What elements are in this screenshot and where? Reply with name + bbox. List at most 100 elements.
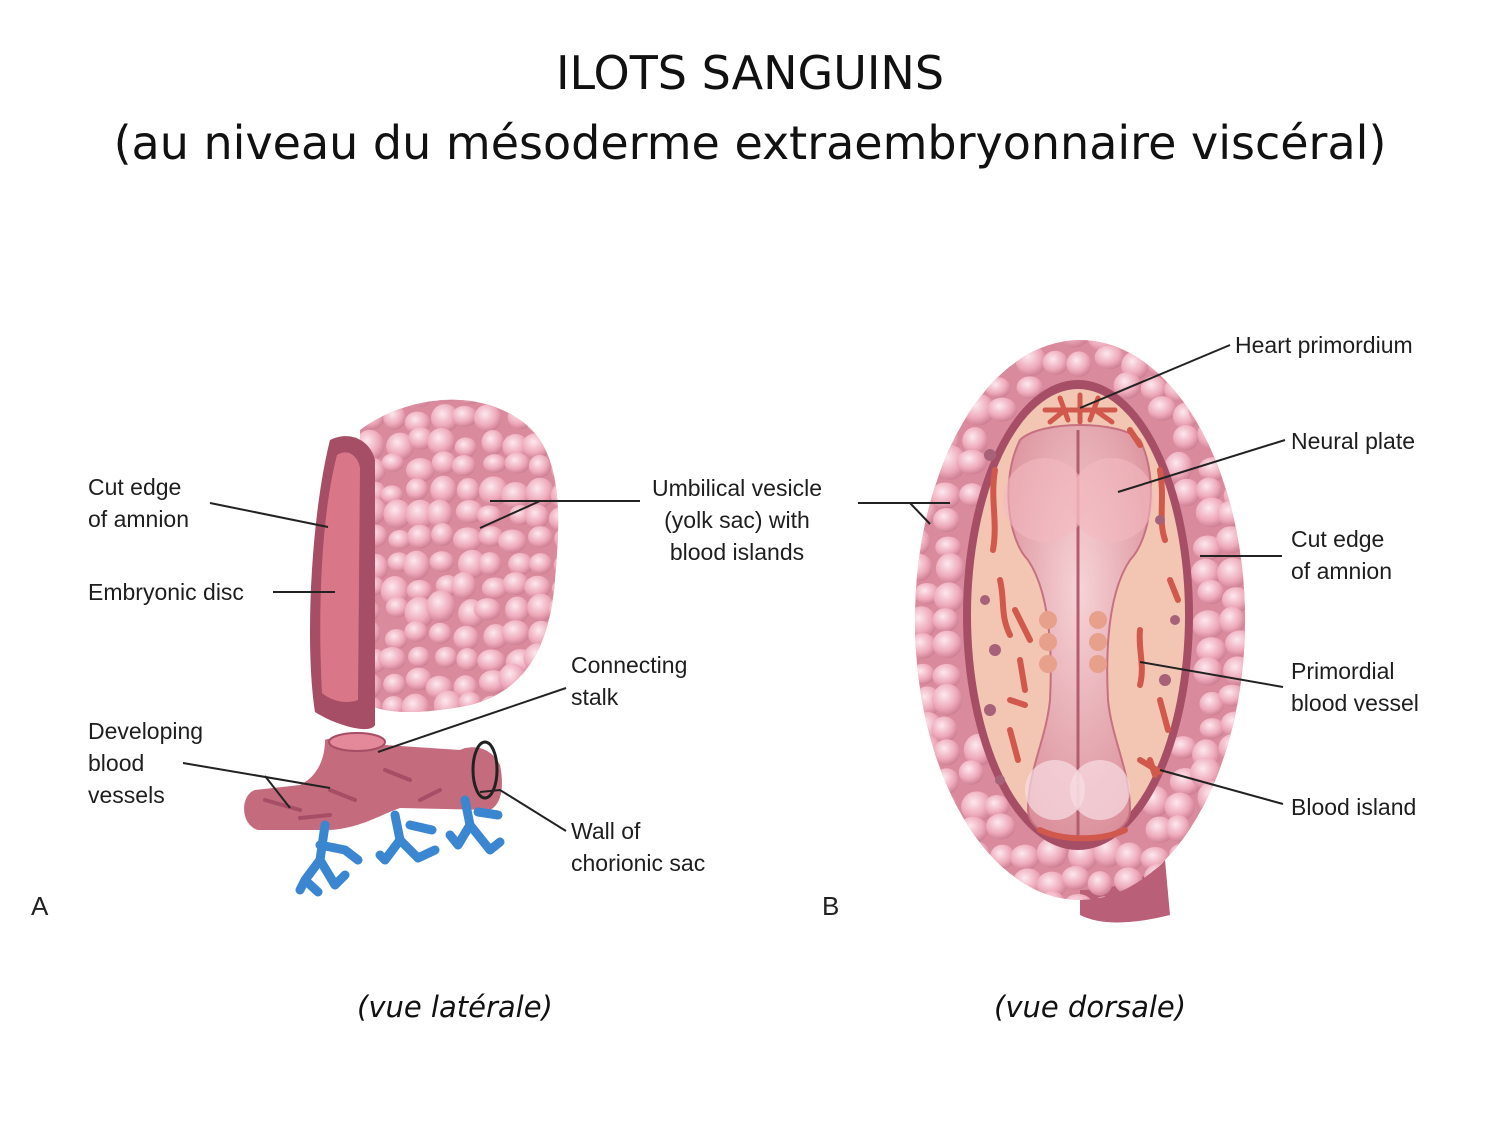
yolk-bubble xyxy=(451,405,478,427)
yolk-bubble xyxy=(1042,350,1069,375)
yolk-bubble xyxy=(529,553,553,575)
yolk-bubble xyxy=(478,552,502,576)
yolk-bubble xyxy=(1198,840,1228,865)
yolk-bubble xyxy=(385,597,409,618)
label-blood-island: Blood island xyxy=(1291,794,1417,820)
yolk-bubble xyxy=(1171,868,1200,899)
yolk-bubble xyxy=(435,646,458,668)
yolk-bubble xyxy=(915,867,941,897)
yolk-bubble xyxy=(933,739,961,766)
yolk-bubble xyxy=(382,695,406,712)
yolk-bubble xyxy=(1218,684,1245,707)
yolk-bubble xyxy=(915,496,937,528)
yolk-bubble xyxy=(405,478,429,501)
panel-letter-b: B xyxy=(822,891,840,921)
yolk-bubble xyxy=(1164,792,1195,822)
yolk-bubble xyxy=(530,668,553,688)
yolk-bubble xyxy=(502,572,529,596)
yolk-bubble xyxy=(1222,838,1245,867)
yolk-bubble xyxy=(1221,424,1245,450)
yolk-bubble xyxy=(1147,349,1174,376)
yolk-bubble xyxy=(524,575,551,599)
yolk-bubble xyxy=(915,367,943,397)
figure-a-chorionic-villi xyxy=(295,795,505,897)
yolk-bubble xyxy=(501,482,531,509)
yolk-bubble xyxy=(1147,396,1177,421)
yolk-bubble xyxy=(521,432,551,459)
yolk-bubble xyxy=(548,506,559,532)
yolk-bubble xyxy=(1061,866,1090,890)
yolk-bubble xyxy=(1225,630,1245,657)
figure-a-connecting-stalk xyxy=(244,732,502,830)
label-developing-vessels: Developing blood vessels xyxy=(88,718,204,808)
yolk-bubble xyxy=(1115,842,1144,872)
yolk-bubble xyxy=(1036,340,1062,344)
yolk-bubble xyxy=(473,598,501,621)
yolk-bubble xyxy=(1192,535,1223,561)
yolk-bubble xyxy=(932,340,959,350)
yolk-bubble xyxy=(958,340,990,350)
yolk-bubble xyxy=(507,405,534,430)
yolk-bubble xyxy=(957,816,988,844)
yolk-bubble xyxy=(430,475,457,504)
yolk-bubble xyxy=(1170,898,1196,900)
yolk-bubble xyxy=(935,553,965,584)
yolk-bubble xyxy=(386,432,415,461)
yolk-bubble xyxy=(958,760,984,785)
yolk-bubble xyxy=(1094,345,1125,370)
yolk-bubble xyxy=(1218,733,1245,762)
yolk-bubble xyxy=(383,405,406,430)
yolk-bubble xyxy=(505,596,530,623)
yolk-bubble xyxy=(478,476,509,506)
yolk-bubble xyxy=(378,647,407,671)
yolk-bubble xyxy=(964,374,990,395)
yolk-bubble xyxy=(1192,610,1225,640)
yolk-bubble xyxy=(915,760,938,784)
yolk-bubble xyxy=(933,402,961,431)
yolk-bubble xyxy=(456,477,480,503)
yolk-bubble xyxy=(528,620,554,648)
yolk-bubble xyxy=(483,454,507,473)
figure-b-embryo xyxy=(1003,424,1154,841)
panel-letter-a: A xyxy=(31,891,49,921)
yolk-bubble xyxy=(427,427,456,457)
yolk-bubble xyxy=(932,813,958,841)
yolk-bubble xyxy=(959,840,991,868)
yolk-bubble xyxy=(525,477,555,509)
yolk-bubble xyxy=(1191,340,1223,350)
yolk-bubble xyxy=(383,499,412,529)
slide-subtitle: (au niveau du mésoderme extraembryonnair… xyxy=(113,116,1387,170)
yolk-bubble xyxy=(962,427,988,455)
yolk-bubble xyxy=(405,667,432,691)
yolk-bubble xyxy=(406,579,433,602)
yolk-bubble xyxy=(432,399,459,403)
yolk-bubble xyxy=(548,399,559,411)
yolk-bubble xyxy=(1172,340,1204,343)
yolk-bubble xyxy=(451,455,476,477)
yolk-bubble xyxy=(527,593,555,622)
yolk-bubble xyxy=(1010,844,1040,871)
yolk-bubble xyxy=(991,897,1017,900)
yolk-bubble xyxy=(1198,812,1228,837)
yolk-bubble xyxy=(498,529,527,553)
yolk-bubble xyxy=(1218,759,1245,787)
yolk-bubble xyxy=(554,527,559,551)
yolk-bubble xyxy=(408,427,433,450)
yolk-bubble xyxy=(502,434,529,460)
yolk-bubble xyxy=(1143,340,1169,346)
yolk-bubble xyxy=(930,793,958,821)
yolk-bubble xyxy=(1036,871,1068,899)
yolk-bubble xyxy=(408,399,433,407)
yolk-bubble xyxy=(1194,867,1226,900)
yolk-bubble xyxy=(936,868,967,897)
yolk-bubble xyxy=(915,428,936,455)
yolk-bubble xyxy=(457,549,487,579)
yolk-bubble xyxy=(915,889,938,900)
yolk-bubble xyxy=(1010,340,1040,349)
yolk-bubble xyxy=(550,678,559,697)
yolk-bubble xyxy=(915,783,937,817)
yolk-bubble xyxy=(1172,478,1201,507)
yolk-bubble xyxy=(458,691,482,712)
yolk-bubble xyxy=(473,404,502,432)
yolk-bubble xyxy=(1059,340,1091,348)
